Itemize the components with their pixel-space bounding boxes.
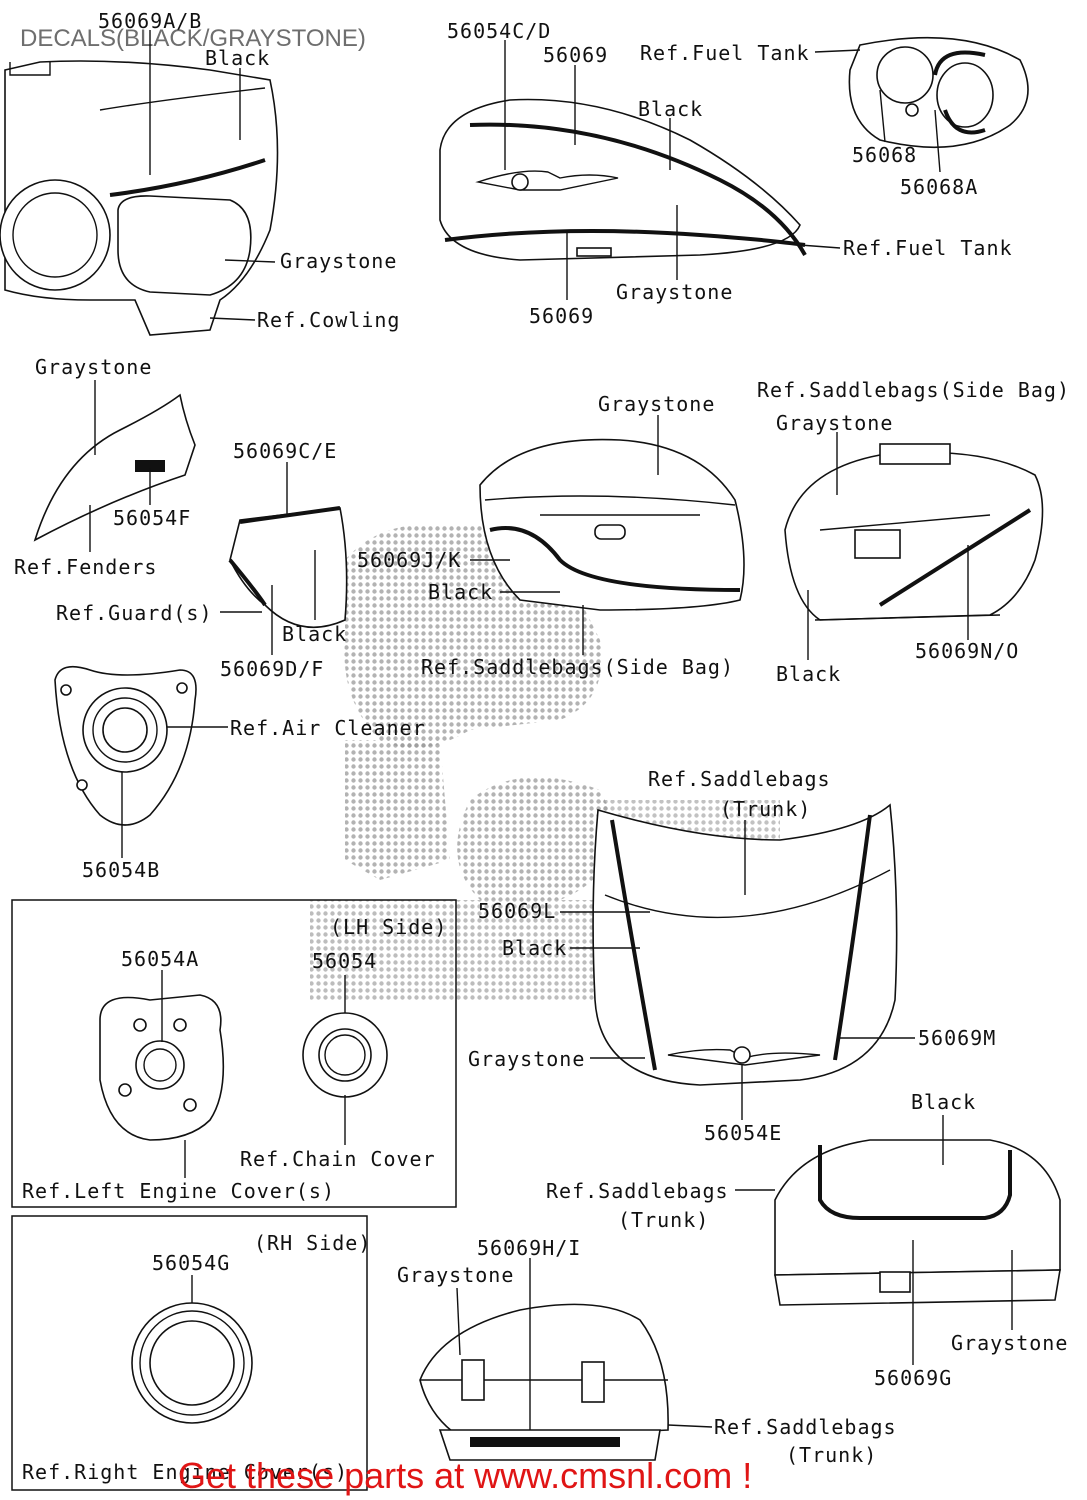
label-56069-top: 56069 <box>543 43 608 67</box>
label-56069jk: 56069J/K <box>357 548 461 572</box>
label-56068: 56068 <box>852 143 917 167</box>
label-ref-fuel-tank-top: Ref.Fuel Tank <box>640 41 810 65</box>
label-graystone-trunk-b: Graystone <box>397 1263 514 1287</box>
label-56069df: 56069D/F <box>220 657 324 681</box>
label-black-cowl: Black <box>205 46 270 70</box>
label-ref-saddlebags-side-r: Ref.Saddlebags(Side Bag) <box>757 378 1070 402</box>
label-graystone-trunk-r: Graystone <box>951 1331 1068 1355</box>
callout-labels: 56069A/B Black Graystone Ref.Cowling 560… <box>14 9 1070 1484</box>
fender-drawing <box>33 393 196 542</box>
side-bag-right-drawing <box>784 443 1044 621</box>
label-graystone-sidebag-l: Graystone <box>598 392 715 416</box>
label-trunk-r: (Trunk) <box>618 1208 709 1232</box>
label-black-guard: Black <box>282 622 347 646</box>
label-ref-fenders: Ref.Fenders <box>14 555 157 579</box>
label-56069g: 56069G <box>874 1366 952 1390</box>
label-black-trunk-mid: Black <box>502 936 567 960</box>
label-56054cd: 56054C/D <box>447 19 551 43</box>
label-ref-saddlebags-trunk-mid: Ref.Saddlebags <box>648 767 831 791</box>
label-graystone-tank: Graystone <box>616 280 733 304</box>
label-ref-guards: Ref.Guard(s) <box>56 601 213 625</box>
label-56069-bottom: 56069 <box>529 304 594 328</box>
label-ref-right-engine-cover: Ref.Right Engine Cover(s) <box>22 1460 348 1484</box>
lh-side-box <box>11 899 457 1208</box>
label-graystone-cowl: Graystone <box>280 249 397 273</box>
label-56069hi: 56069H/I <box>477 1236 581 1260</box>
trunk-middle-drawing <box>592 803 898 1086</box>
label-56054f: 56054F <box>113 506 191 530</box>
label-56069m: 56069M <box>918 1026 996 1050</box>
label-56054g: 56054G <box>152 1251 230 1275</box>
label-ref-chain-cover: Ref.Chain Cover <box>240 1147 436 1171</box>
label-56069l: 56069L <box>478 899 556 923</box>
label-ref-fuel-tank-right: Ref.Fuel Tank <box>843 236 1013 260</box>
label-56054b: 56054B <box>82 858 160 882</box>
label-black-trunk-r: Black <box>911 1090 976 1114</box>
label-56054a: 56054A <box>121 947 199 971</box>
diagram-title: DECALS(BLACK/GRAYSTONE) <box>20 25 366 52</box>
air-cleaner-drawing <box>54 665 197 826</box>
side-bag-left-drawing <box>479 438 745 611</box>
label-rh-side: (RH Side) <box>254 1231 371 1255</box>
label-56069no: 56069N/O <box>915 639 1019 663</box>
label-trunk-b: (Trunk) <box>786 1443 877 1467</box>
fuel-cap-drawing <box>848 36 1029 149</box>
label-ref-saddlebags-side-l: Ref.Saddlebags(Side Bag) <box>421 655 734 679</box>
label-56069ce: 56069C/E <box>233 439 337 463</box>
label-ref-air-cleaner: Ref.Air Cleaner <box>230 716 426 740</box>
label-graystone-sidebag-r: Graystone <box>776 411 893 435</box>
trunk-bottom-drawing <box>419 1303 669 1461</box>
label-black-sidebag-r: Black <box>776 662 841 686</box>
rh-side-box <box>11 1215 368 1491</box>
label-graystone-fender: Graystone <box>35 355 152 379</box>
label-black-sidebag-l: Black <box>428 580 493 604</box>
leader-lines <box>89 30 1013 1430</box>
label-ref-left-engine-cover: Ref.Left Engine Cover(s) <box>22 1179 335 1203</box>
label-ref-saddlebags-trunk-r: Ref.Saddlebags <box>546 1179 729 1203</box>
label-ref-saddlebags-trunk-b: Ref.Saddlebags <box>714 1415 897 1439</box>
fuel-tank-drawing <box>439 98 807 261</box>
label-56068a: 56068A <box>900 175 978 199</box>
footer-link[interactable]: Get these parts at www.cmsnl.com ! <box>178 1455 752 1496</box>
label-56069ab: 56069A/B <box>98 9 202 33</box>
label-56054e: 56054E <box>704 1121 782 1145</box>
guard-drawing <box>228 506 348 628</box>
label-black-tank: Black <box>638 97 703 121</box>
trunk-right-drawing <box>774 1139 1061 1306</box>
label-graystone-trunk-mid: Graystone <box>468 1047 585 1071</box>
label-ref-cowling: Ref.Cowling <box>257 308 400 332</box>
label-lh-side: (LH Side) <box>330 915 447 939</box>
cowling-drawing <box>0 60 279 336</box>
label-56054: 56054 <box>312 949 377 973</box>
label-trunk-mid: (Trunk) <box>720 797 811 821</box>
